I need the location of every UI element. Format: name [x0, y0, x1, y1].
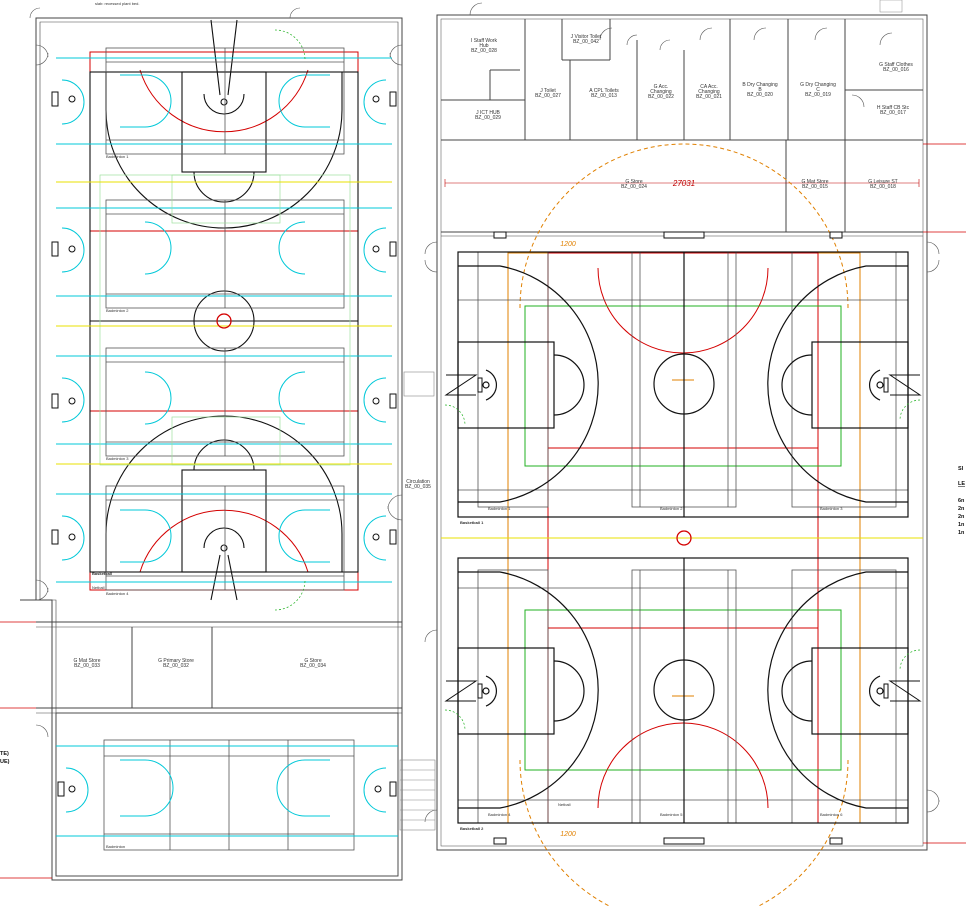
label-basketball-1: Basketball 1: [460, 520, 484, 525]
left-corner-stair: [879, 0, 903, 13]
court-labels: Badminton 1 Badminton 2 Badminton 3 Bask…: [92, 154, 843, 849]
label-badminton-6-right: Badminton 6: [820, 812, 843, 817]
left-edge-text: TE) UE): [0, 751, 10, 765]
run-off-top-text: 1200: [560, 241, 576, 248]
lower-small-hall-badminton: [103, 739, 355, 851]
side-legend-line-5: 2n: [958, 514, 965, 520]
label-badminton-2-right: Badminton 2: [660, 506, 683, 511]
label-badminton-1-left: Badminton 1: [106, 154, 129, 159]
right-futsal-court: [524, 305, 842, 771]
side-legend-line-7: 1n: [958, 530, 965, 536]
label-badminton-1-right: Badminton 1: [488, 506, 511, 511]
right-doors: [424, 2, 940, 823]
label-netball-right: Netball: [558, 802, 571, 807]
left-edge-line-2: UE): [0, 759, 10, 765]
label-badminton-3-left: Badminton 3: [106, 456, 129, 461]
right-hoop-frames: [444, 374, 922, 702]
lower-small-hall-cricket: [56, 745, 398, 837]
width-dimension: [444, 179, 920, 187]
right-hall-centre: [441, 530, 923, 546]
side-legend-line-4: 2n: [958, 506, 965, 512]
run-off-bottom-text: 1200: [560, 831, 576, 838]
lower-small-hall: [55, 712, 399, 877]
side-legend-line-1: SI: [958, 466, 964, 472]
right-green-door-swings: [444, 399, 921, 731]
label-badminton-4-right: Badminton 4: [488, 812, 511, 817]
label-basketball-2: Basketball 2: [460, 826, 484, 831]
left-green-door-swings: [274, 29, 306, 611]
left-centre-yellow: [56, 181, 392, 465]
left-edge-line-1: TE): [0, 751, 9, 757]
left-cricket-lines: [56, 57, 392, 583]
red-leader-lines-right: [923, 143, 966, 844]
left-hall-walls: [20, 17, 403, 881]
right-hoop-boards: [477, 231, 889, 845]
lower-small-hall-hoops: [57, 781, 397, 797]
side-legend: SI LE 6n 2n 2n 1n 1n: [958, 466, 965, 536]
left-centre-circle: [216, 313, 232, 329]
side-legend-line-2: LE: [958, 481, 965, 487]
left-basketball-court: [89, 19, 359, 601]
label-badminton-3-right: Badminton 3: [820, 506, 843, 511]
left-hoops: [51, 91, 397, 545]
top-note: slab: recessed plant bed.: [95, 1, 139, 6]
label-basketball-left: Basketball: [92, 571, 112, 576]
label-badminton-5-right: Badminton 5: [660, 812, 683, 817]
side-legend-line-3: 6n: [958, 498, 965, 504]
left-badminton-courts: [105, 47, 345, 591]
left-futsal-lines: [99, 174, 351, 466]
label-badminton-2-left: Badminton 2: [106, 308, 129, 313]
right-basketball-courts: [457, 251, 909, 824]
label-badminton-4-left: Badminton 4: [106, 591, 129, 596]
width-dimension-text: 27031: [672, 179, 695, 188]
right-hall-walls: [436, 14, 928, 851]
label-badminton-lower: Badminton: [106, 844, 125, 849]
red-leader-lines-left: [0, 621, 52, 879]
right-entrance-stairs: [399, 371, 436, 831]
left-doors: [29, 7, 403, 738]
side-legend-line-6: 1n: [958, 522, 965, 528]
label-netball-left: Netball: [92, 585, 105, 590]
